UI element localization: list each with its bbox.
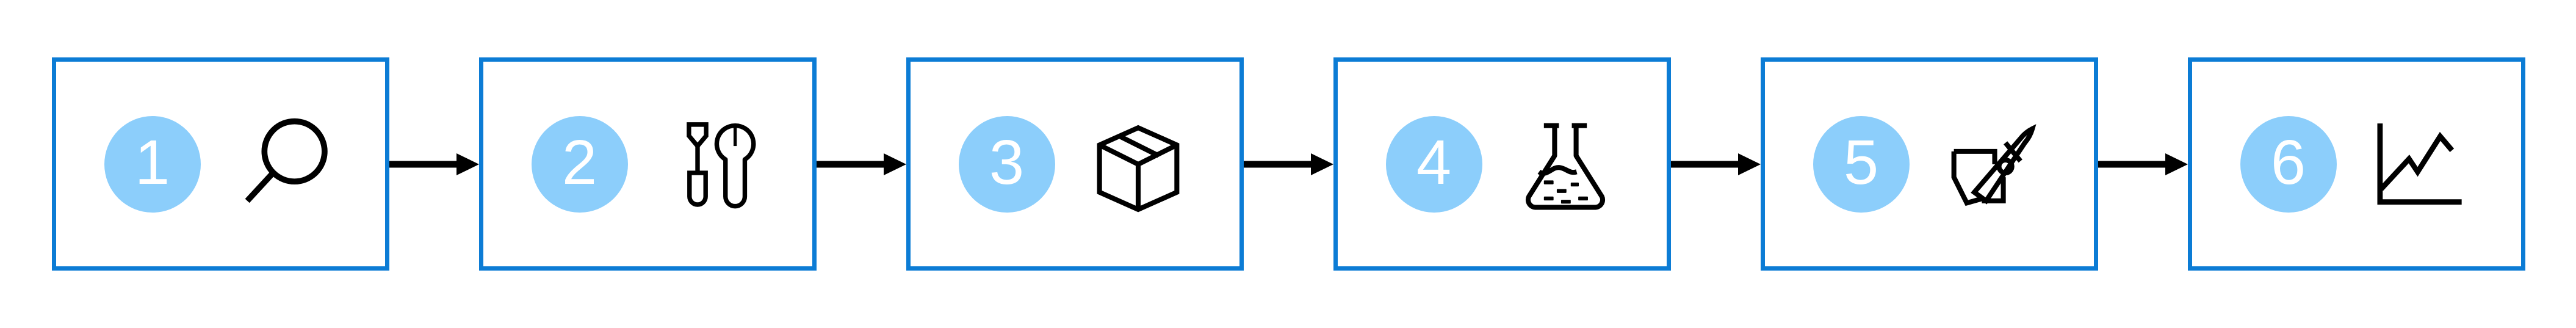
- step-number-badge-6: 6: [2240, 115, 2337, 213]
- step-content-2: 2: [483, 111, 812, 218]
- connector-3-to-4: [1244, 57, 1333, 271]
- step-number-badge-5: 5: [1813, 115, 1910, 213]
- step-content-5: 5: [1765, 111, 2094, 218]
- step-box-1[interactable]: 1: [52, 57, 389, 271]
- step-number-badge-4: 4: [1385, 115, 1482, 213]
- connector-1-to-2: [389, 57, 479, 271]
- tools-icon: [657, 111, 765, 218]
- line-chart-icon: [2366, 111, 2473, 218]
- rocket-icon: [1939, 111, 2046, 218]
- step-box-2[interactable]: 2: [479, 57, 817, 271]
- step-content-4: 4: [1338, 111, 1667, 218]
- step-box-5[interactable]: 5: [1761, 57, 2098, 271]
- step-box-6[interactable]: 6: [2188, 57, 2525, 271]
- step-number-badge-3: 3: [958, 115, 1055, 213]
- step-box-3[interactable]: 3: [906, 57, 1244, 271]
- connector-2-to-3: [817, 57, 906, 271]
- magnifier-icon: [230, 111, 337, 218]
- step-number-badge-1: 1: [104, 115, 201, 213]
- step-box-4[interactable]: 4: [1333, 57, 1671, 271]
- flask-icon: [1512, 111, 1619, 218]
- step-content-1: 1: [56, 111, 385, 218]
- connector-4-to-5: [1671, 57, 1761, 271]
- step-content-6: 6: [2192, 111, 2521, 218]
- package-box-icon: [1084, 111, 1192, 218]
- step-number-badge-2: 2: [531, 115, 628, 213]
- step-content-3: 3: [911, 111, 1239, 218]
- connector-5-to-6: [2098, 57, 2188, 271]
